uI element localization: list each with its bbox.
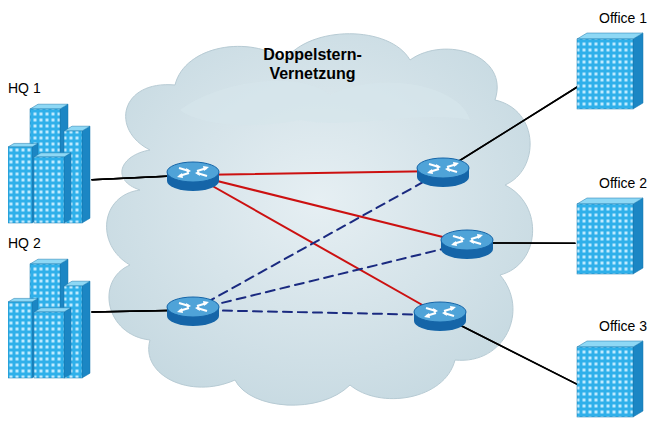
link-segment (193, 175, 440, 315)
site-node: HQ 2 (8, 235, 94, 380)
office-building (575, 29, 647, 111)
wan-link (92, 243, 575, 312)
router (414, 302, 466, 331)
router (417, 158, 469, 187)
link-segment (193, 171, 443, 310)
wan-link (92, 85, 581, 180)
office-building (575, 337, 647, 419)
router (167, 297, 219, 326)
link-segment (193, 171, 443, 175)
cloud-shape (107, 34, 533, 405)
router (441, 230, 493, 259)
link-segment (443, 85, 581, 171)
site-label: Office 2 (573, 175, 647, 191)
site-node: Office 3 (573, 318, 647, 419)
headquarters-building (8, 99, 92, 225)
wan-link (92, 85, 581, 312)
site-label: HQ 2 (8, 235, 94, 251)
headquarters-building (8, 254, 92, 380)
router (167, 162, 219, 191)
link-segment (193, 310, 440, 315)
site-label: HQ 1 (8, 80, 94, 96)
site-node: Office 1 (573, 10, 647, 111)
wan-link (92, 175, 581, 386)
wan-link (92, 310, 581, 386)
link-segment (443, 85, 581, 171)
site-node: Office 2 (573, 175, 647, 276)
office-building (575, 194, 647, 276)
site-label: Office 1 (573, 10, 647, 26)
site-node: HQ 1 (8, 80, 94, 225)
wan-link (92, 175, 575, 243)
site-label: Office 3 (573, 318, 647, 334)
diagram-title: Doppelstern- Vernetzung (250, 45, 375, 83)
link-segment (193, 243, 467, 310)
